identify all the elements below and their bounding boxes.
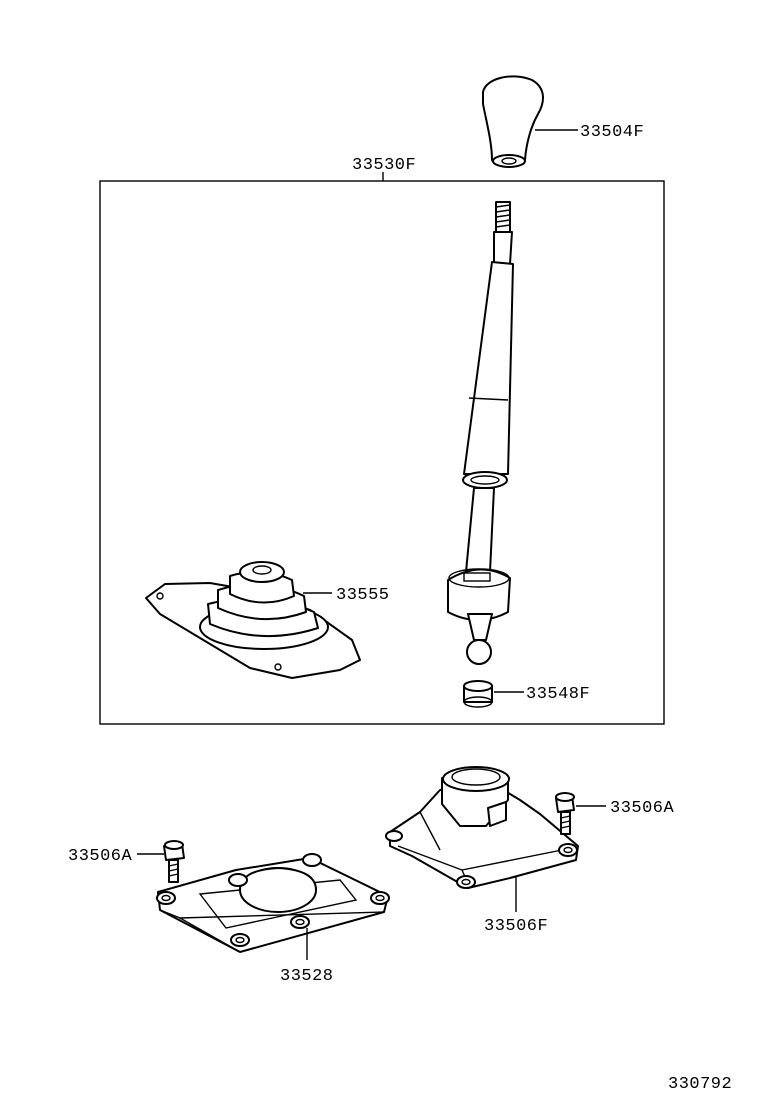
- label-33548F[interactable]: 33548F: [526, 685, 590, 704]
- label-33530F[interactable]: 33530F: [352, 156, 416, 175]
- shift-boot[interactable]: [145, 561, 361, 679]
- bolt-right[interactable]: [555, 792, 575, 835]
- shift-lever[interactable]: [447, 201, 514, 665]
- label-33506A-right[interactable]: 33506A: [610, 799, 675, 818]
- label-33528[interactable]: 33528: [280, 967, 334, 986]
- bushing[interactable]: [463, 680, 493, 708]
- label-33504F[interactable]: 33504F: [580, 123, 644, 142]
- figure-number: 330792: [668, 1075, 732, 1094]
- bolt-left[interactable]: [163, 840, 185, 883]
- shift-lever-retainer[interactable]: [385, 766, 579, 889]
- label-33555[interactable]: 33555: [336, 586, 390, 605]
- label-33506A-left[interactable]: 33506A: [68, 847, 133, 866]
- label-33506F[interactable]: 33506F: [484, 917, 548, 936]
- shift-knob[interactable]: [482, 75, 544, 168]
- cover-plate[interactable]: [156, 853, 390, 953]
- kit-frame: [99, 180, 665, 725]
